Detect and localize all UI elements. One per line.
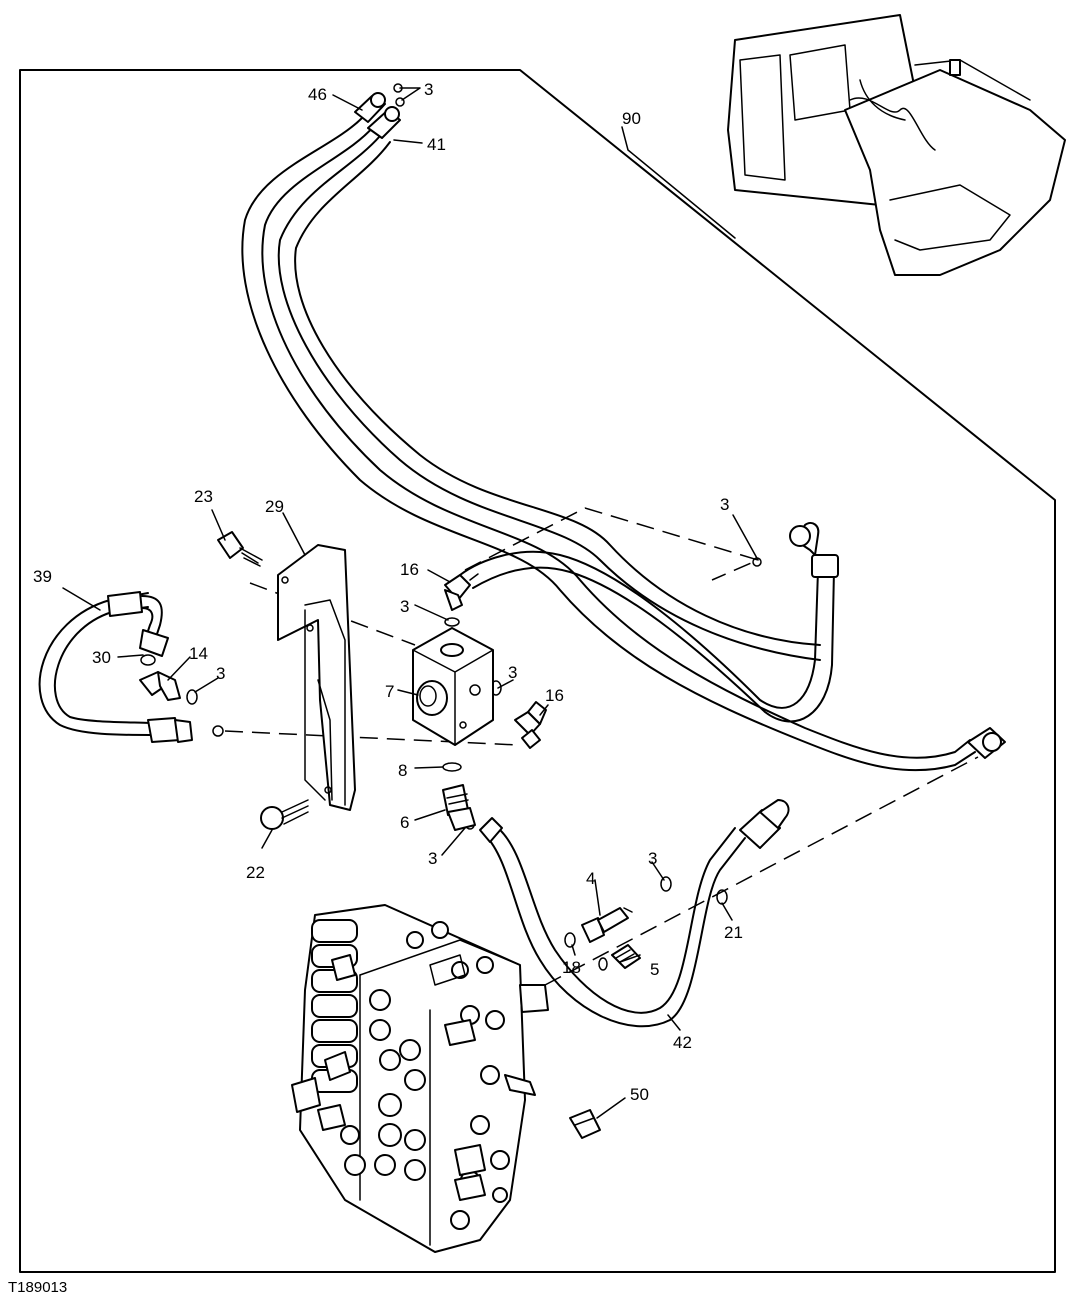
fitting-5 [611, 944, 641, 969]
callout-3-right: 3 [720, 495, 729, 514]
callout-8: 8 [398, 761, 407, 780]
callout-21: 21 [724, 923, 743, 942]
callout-3-side: 3 [508, 663, 517, 682]
callout-3-left: 3 [216, 664, 225, 683]
callout-39: 39 [33, 567, 52, 586]
callout-5: 5 [650, 960, 659, 979]
valve-side-fittings [291, 954, 549, 1201]
o-rings [140, 557, 762, 971]
callout-41: 41 [427, 135, 446, 154]
callout-3-block: 3 [400, 597, 409, 616]
mounting-bracket [277, 544, 356, 811]
valve-block-7 [412, 627, 494, 746]
bolt-22 [260, 799, 309, 830]
hose-42 [479, 799, 790, 1028]
elbow-fitting-16-side [514, 701, 547, 749]
callout-22: 22 [246, 863, 265, 882]
callout-4: 4 [586, 869, 595, 888]
callout-leaders [62, 87, 759, 1119]
figure-id: T189013 [8, 1279, 67, 1296]
excavator-thumbnail [727, 14, 1066, 276]
callout-3-top: 3 [424, 80, 433, 99]
callout-labels: 46 3 41 90 3 23 29 16 3 39 30 14 3 7 3 1… [33, 80, 743, 1104]
callout-14: 14 [189, 644, 208, 663]
plug-50 [569, 1109, 601, 1139]
callout-23: 23 [194, 487, 213, 506]
callout-6: 6 [400, 813, 409, 832]
callout-29: 29 [265, 497, 284, 516]
fitting-4 [581, 907, 633, 943]
hose-pair-upper [241, 117, 976, 772]
callout-46: 46 [308, 85, 327, 104]
elbow-fitting-14 [139, 671, 181, 701]
callout-3-mid: 3 [648, 849, 657, 868]
hose-to-elbow-right [459, 522, 839, 723]
callout-18: 18 [562, 958, 581, 977]
top-fittings [354, 83, 405, 139]
callout-90: 90 [622, 109, 641, 128]
callout-42: 42 [673, 1033, 692, 1052]
bolt-23 [217, 531, 263, 567]
control-valve-assembly [291, 904, 549, 1253]
elbow-fitting-16-top [444, 573, 479, 611]
valve-ports [340, 921, 510, 1230]
callout-30: 30 [92, 648, 111, 667]
callout-50: 50 [630, 1085, 649, 1104]
hose-lower-right [967, 727, 1006, 759]
callout-16-side: 16 [545, 686, 564, 705]
callout-16-top: 16 [400, 560, 419, 579]
diagram-frame [19, 69, 1056, 1273]
fitting-6 [442, 784, 476, 831]
hose-39 [38, 591, 193, 743]
callout-7: 7 [385, 682, 394, 701]
callout-3-low: 3 [428, 849, 437, 868]
